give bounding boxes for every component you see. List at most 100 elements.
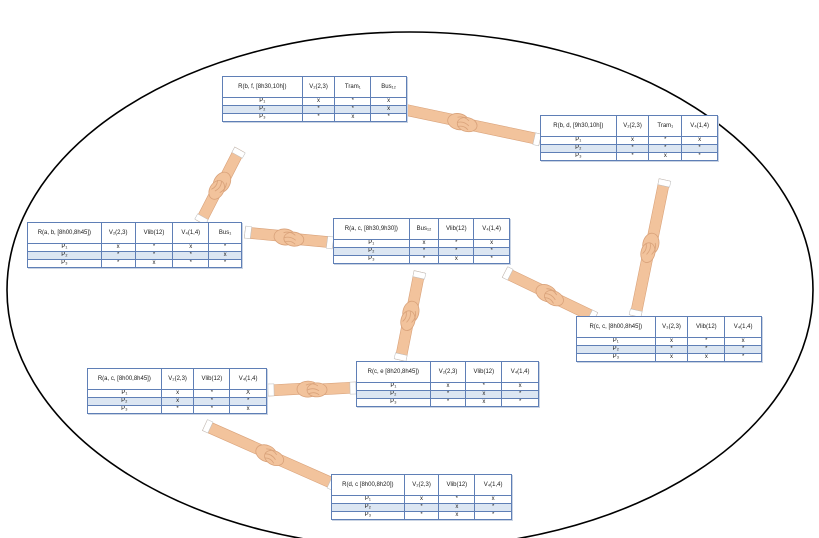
table-cell: *: [615, 152, 650, 161]
table-cell: *: [429, 398, 467, 407]
handshake-icon: [194, 146, 246, 226]
table-cell: x: [370, 97, 407, 106]
table-cell: *: [193, 405, 231, 414]
reservation-label: R(c, e [8h20,8h45]): [356, 361, 431, 383]
transport-mode-header: Tram₁: [334, 76, 372, 98]
transport-mode-header: V₄(1,4): [229, 368, 267, 390]
reservation-label: R(b, d, [9h30,10h]): [540, 115, 617, 137]
table-row: P₃*x*: [331, 511, 512, 520]
transport-mode-header: Vlib(12): [687, 316, 726, 338]
table-cell: *: [403, 511, 440, 520]
transport-mode-header: V₄(1,4): [724, 316, 762, 338]
table-cell: *: [654, 345, 689, 354]
table-cell: x: [429, 382, 467, 391]
person-label: P₁: [540, 136, 617, 145]
person-label: P₃: [333, 255, 410, 264]
table-cell: *: [301, 113, 336, 122]
person-label: P₃: [27, 259, 102, 268]
transport-mode-header: Vlib(12): [193, 368, 231, 390]
person-label: P₂: [222, 105, 303, 114]
table-row: P₃*x*: [356, 398, 539, 407]
table-row: P₂*x*: [356, 390, 539, 399]
table-cell: x: [438, 503, 476, 512]
table-cell: *: [473, 255, 510, 264]
person-label: P₁: [222, 97, 303, 106]
transport-mode-header: V₄(1,4): [473, 218, 510, 240]
reservation-table: R(a, c, [8h00,8h45])V₂(2,3)Vlib(12)V₄(1,…: [87, 368, 267, 414]
table-row: P₂***: [333, 247, 510, 256]
table-cell: *: [408, 255, 440, 264]
person-label: P₂: [87, 397, 162, 406]
table-cell: x: [172, 243, 210, 252]
table-cell: *: [429, 390, 467, 399]
table-cell: *: [687, 345, 726, 354]
table-cell: *: [301, 105, 336, 114]
person-label: P₂: [540, 144, 617, 153]
table-header-row: R(a, b, [8h00,8h45])V₂(2,3)Vlib(12)V₄(1,…: [27, 222, 242, 244]
table-cell: x: [160, 397, 195, 406]
table-cell: x: [403, 495, 440, 504]
table-cell: x: [100, 243, 136, 252]
transport-mode-header: Vlib(12): [134, 222, 174, 244]
table-cell: *: [208, 243, 242, 252]
reservation-table: R(c, c, [8h00,8h45])V₃(2,3)Vlib(12)V₄(1,…: [576, 316, 762, 362]
reservation-label: R(c, c, [8h00,8h45]): [576, 316, 656, 338]
table-row: P₃*x*: [222, 113, 407, 122]
reservation-label: R(b, f, [8h30,10h]): [222, 76, 303, 98]
person-label: P₁: [87, 389, 162, 398]
person-label: P₃: [540, 152, 617, 161]
transport-mode-header: V₂(2,3): [403, 474, 440, 496]
person-label: P₃: [222, 113, 303, 122]
table-cell: *: [160, 405, 195, 414]
table-cell: *: [172, 259, 210, 268]
transport-mode-header: V₂(2,3): [301, 76, 336, 98]
table-cell: *: [208, 259, 242, 268]
transport-mode-header: V₂(2,3): [160, 368, 195, 390]
table-cell: x: [301, 97, 336, 106]
table-row: P₂***x: [27, 251, 242, 260]
table-cell: *: [134, 251, 174, 260]
person-label: P₁: [333, 239, 410, 248]
person-label: P₁: [27, 243, 102, 252]
transport-mode-header: V₂(2,3): [615, 115, 650, 137]
transport-mode-header: Bus₁: [208, 222, 242, 244]
table-cell: x: [334, 113, 372, 122]
table-cell: *: [134, 243, 174, 252]
person-label: P₁: [576, 337, 656, 346]
reservation-label: R(a, b, [8h00,8h45]): [27, 222, 102, 244]
person-label: P₁: [356, 382, 431, 391]
table-cell: *: [193, 389, 231, 398]
table-row: P₃**x: [87, 405, 267, 414]
table-row: P₃*x*: [333, 255, 510, 264]
handshake-icon: [628, 178, 672, 318]
table-cell: *: [438, 239, 475, 248]
table-cell: *: [403, 503, 440, 512]
table-cell: x: [648, 152, 683, 161]
table-cell: x: [501, 382, 539, 391]
reservation-label: R(a, c, [8h00,8h45]): [87, 368, 162, 390]
table-cell: *: [473, 247, 510, 256]
table-cell: x: [134, 259, 174, 268]
table-row: P₂***: [576, 345, 762, 354]
table-cell: *: [724, 353, 762, 362]
table-cell: *: [648, 144, 683, 153]
transport-mode-header: Bus₁₂: [370, 76, 407, 98]
table-header-row: R(d, c [8h00,8h20])V₂(2,3)Vlib(12)V₄(1,4…: [331, 474, 512, 496]
table-cell: *: [370, 113, 407, 122]
transport-mode-header: Vlib(12): [438, 218, 475, 240]
table-cell: x: [408, 239, 440, 248]
table-cell: x: [473, 239, 510, 248]
transport-mode-header: V₂(2,3): [100, 222, 136, 244]
person-label: P₂: [27, 251, 102, 260]
table-cell: x: [687, 353, 726, 362]
person-label: P₂: [356, 390, 431, 399]
table-cell: X: [229, 389, 267, 398]
